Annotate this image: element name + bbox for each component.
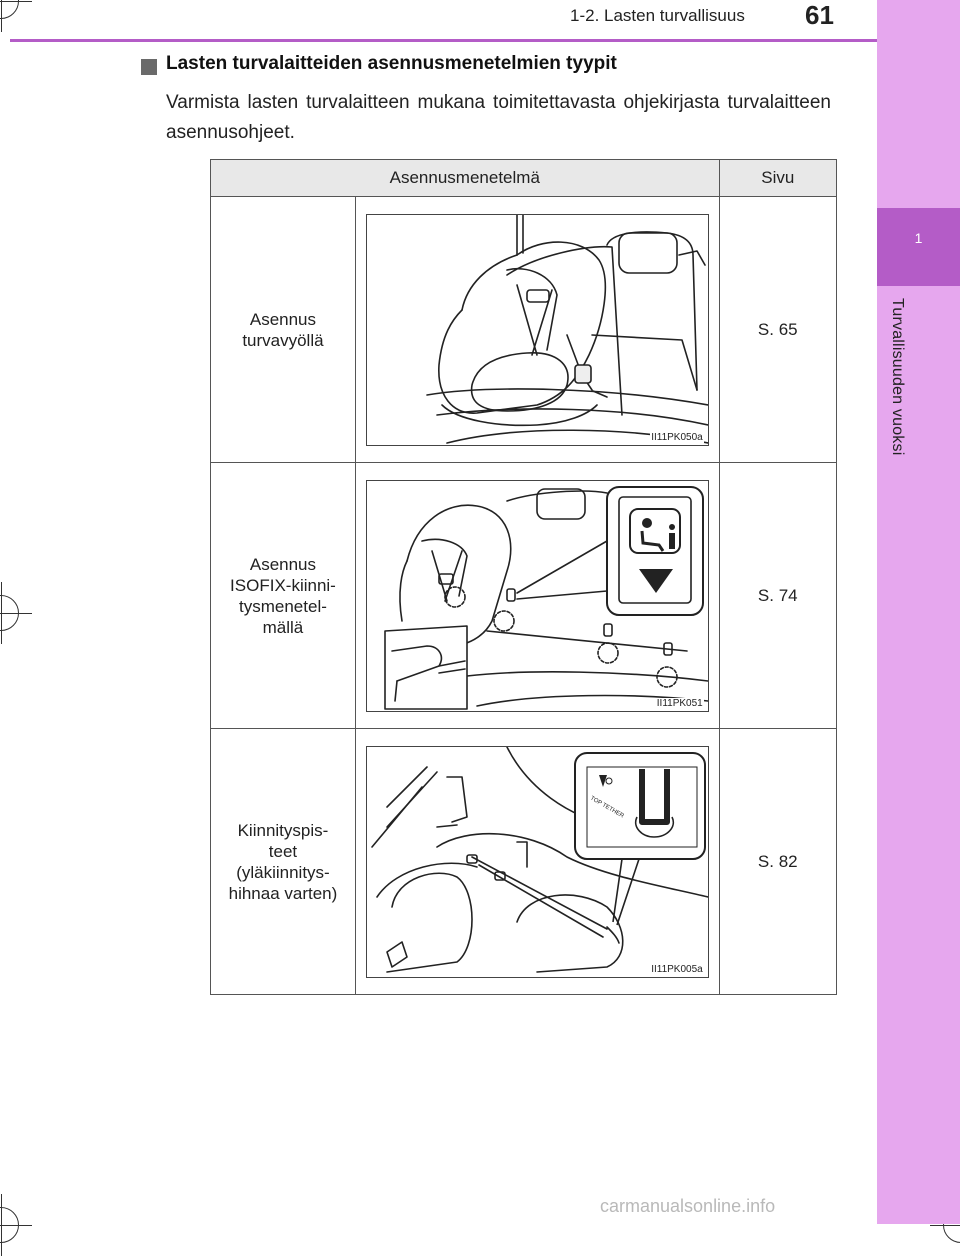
figure-cell: TOP TETHER II11PK005a	[354, 728, 720, 995]
crop-mark-top-left	[0, 0, 32, 32]
figure-code: II11PK050a	[650, 431, 704, 443]
page-number: 61	[805, 0, 834, 30]
figure-cell: II11PK050a	[354, 196, 720, 463]
section-title: 1-2. Lasten turvallisuus	[570, 6, 745, 25]
method-cell: Asennus ISOFIX-kiinni- tysmenetel- mällä	[210, 462, 356, 729]
page-cell: S. 74	[718, 462, 838, 729]
isofix-drawing	[383, 485, 708, 710]
intro-paragraph: Varmista lasten turvalaitteen mukana toi…	[166, 92, 831, 143]
seat-belt-drawing	[425, 214, 708, 444]
figure-code: II11PK051	[655, 697, 704, 709]
chapter-title: Turvallisuuden vuoksi	[889, 298, 906, 456]
header-rule	[10, 39, 877, 42]
seat-belt-installation-illustration: II11PK050a	[365, 213, 709, 446]
table-header-row: Asennusmenetelmä Sivu	[210, 159, 838, 197]
crop-mark-left-middle	[0, 582, 32, 644]
column-header-method: Asennusmenetelmä	[210, 159, 720, 197]
chapter-tab-band	[877, 0, 960, 1224]
heading-square-bullet	[141, 59, 157, 75]
method-cell: Kiinnityspis- teet (yläkiinnitys- hihnaa…	[210, 728, 356, 995]
figure-code: II11PK005a	[650, 963, 704, 975]
table-row: Asennus ISOFIX-kiinni- tysmenetel- mällä	[210, 462, 838, 729]
crop-mark-bottom-left	[0, 1194, 32, 1256]
chapter-number-box	[877, 208, 960, 286]
figure-cell: II11PK051	[354, 462, 720, 729]
top-tether-drawing: TOP TETHER	[370, 746, 708, 973]
method-label: Asennus ISOFIX-kiinni- tysmenetel- mällä	[230, 554, 336, 637]
table-row: Kiinnityspis- teet (yläkiinnitys- hihnaa…	[210, 728, 838, 995]
page-cell: S. 82	[718, 728, 838, 995]
isofix-installation-illustration: II11PK051	[365, 479, 709, 712]
method-label: Kiinnityspis- teet (yläkiinnitys- hihnaa…	[228, 820, 338, 903]
section-heading: Lasten turvalaitteiden asennusmenetelmie…	[166, 53, 617, 74]
table-row: Asennus turvavyöllä	[210, 196, 838, 463]
page-cell: S. 65	[718, 196, 838, 463]
footer-watermark: carmanualsonline.info	[600, 1196, 776, 1216]
top-tether-anchor-illustration: TOP TETHER II11PK005a	[365, 745, 709, 978]
chapter-number: 1	[914, 230, 923, 246]
method-cell: Asennus turvavyöllä	[210, 196, 356, 463]
installation-methods-table: Asennusmenetelmä Sivu Asennus turvavyöll…	[210, 159, 838, 995]
method-label: Asennus turvavyöllä	[242, 309, 324, 350]
column-header-page: Sivu	[718, 159, 838, 197]
